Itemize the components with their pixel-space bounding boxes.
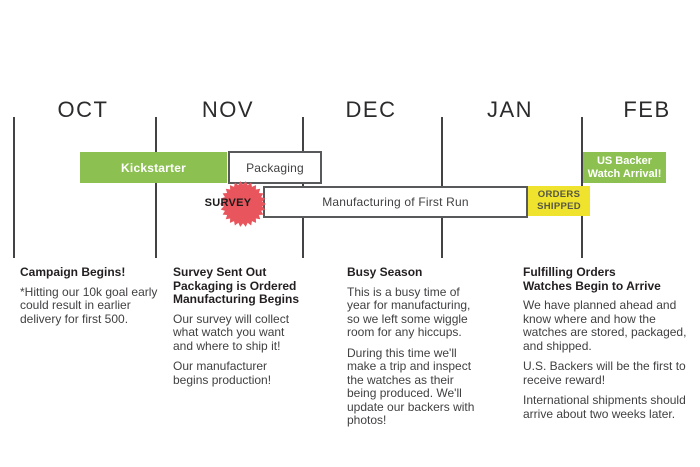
packaging-bar: Packaging: [228, 151, 322, 184]
us-backer-line2: Watch Arrival!: [587, 167, 662, 180]
column-paragraph: This is a busy time of year for manufact…: [347, 284, 471, 340]
heading-line: Fulfilling Orders: [523, 265, 616, 279]
us-backer-arrival-label: US Backer Watch Arrival!: [588, 155, 662, 181]
heading-line: Campaign Begins!: [20, 265, 126, 279]
survey-starburst-icon: [220, 181, 266, 227]
month-tick-line: [13, 117, 15, 258]
month-label-dec: DEC: [345, 97, 397, 122]
month-label-oct: OCT: [57, 97, 109, 122]
kickstarter-bar: Kickstarter: [80, 152, 227, 183]
heading-line: Manufacturing Begins: [173, 292, 300, 307]
heading-line: Busy Season: [347, 265, 423, 279]
survey-badge-label: SURVEY: [204, 197, 252, 209]
packaging-bar-label: Packaging: [246, 160, 304, 175]
orders-shipped-bar: ORDERS SHIPPED: [528, 186, 590, 216]
orders-shipped-label: ORDERS SHIPPED: [537, 189, 581, 213]
us-backer-line1: US Backer: [596, 154, 653, 167]
starburst-shape: [220, 181, 266, 227]
column-paragraph: International shipments should arrive ab…: [523, 393, 686, 421]
manufacturing-bar: Manufacturing of First Run: [263, 186, 528, 218]
column-paragraph: *Hitting our 10k goal early could result…: [20, 284, 158, 326]
column-paragraph: We have planned ahead and know where and…: [523, 298, 687, 353]
orders-line2: SHIPPED: [537, 201, 581, 212]
column-paragraph: During this time we'll make a trip and i…: [347, 345, 475, 428]
us-backer-arrival-bar: US Backer Watch Arrival!: [583, 152, 666, 183]
column-october: Campaign Begins! *Hitting our 10k goal e…: [20, 265, 168, 333]
column-november: Survey Sent Out Packaging is Ordered Man…: [173, 265, 303, 394]
column-paragraph: Our survey will collect what watch you w…: [173, 311, 290, 353]
column-january: Fulfilling Orders Watches Begin to Arriv…: [523, 265, 691, 428]
kickstarter-bar-label: Kickstarter: [121, 160, 186, 175]
heading-line: Watches Begin to Arrive: [523, 278, 661, 293]
column-heading: Campaign Begins!: [20, 265, 168, 280]
orders-line1: ORDERS: [537, 189, 581, 200]
column-heading: Survey Sent Out Packaging is Ordered Man…: [173, 265, 303, 307]
column-paragraph: Our manufacturer begins production!: [173, 359, 272, 387]
month-label-jan: JAN: [486, 97, 534, 122]
column-december: Busy Season This is a busy time of year …: [347, 265, 483, 435]
column-heading: Fulfilling Orders Watches Begin to Arriv…: [523, 265, 691, 293]
column-paragraph: U.S. Backers will be the first to receiv…: [523, 359, 686, 387]
manufacturing-bar-label: Manufacturing of First Run: [322, 195, 469, 209]
heading-line: Packaging is Ordered: [173, 278, 297, 293]
month-label-feb: FEB: [623, 97, 671, 122]
heading-line: Survey Sent Out: [173, 265, 267, 279]
month-label-nov: NOV: [201, 97, 255, 122]
column-heading: Busy Season: [347, 265, 483, 280]
month-tick-line: [155, 117, 157, 258]
